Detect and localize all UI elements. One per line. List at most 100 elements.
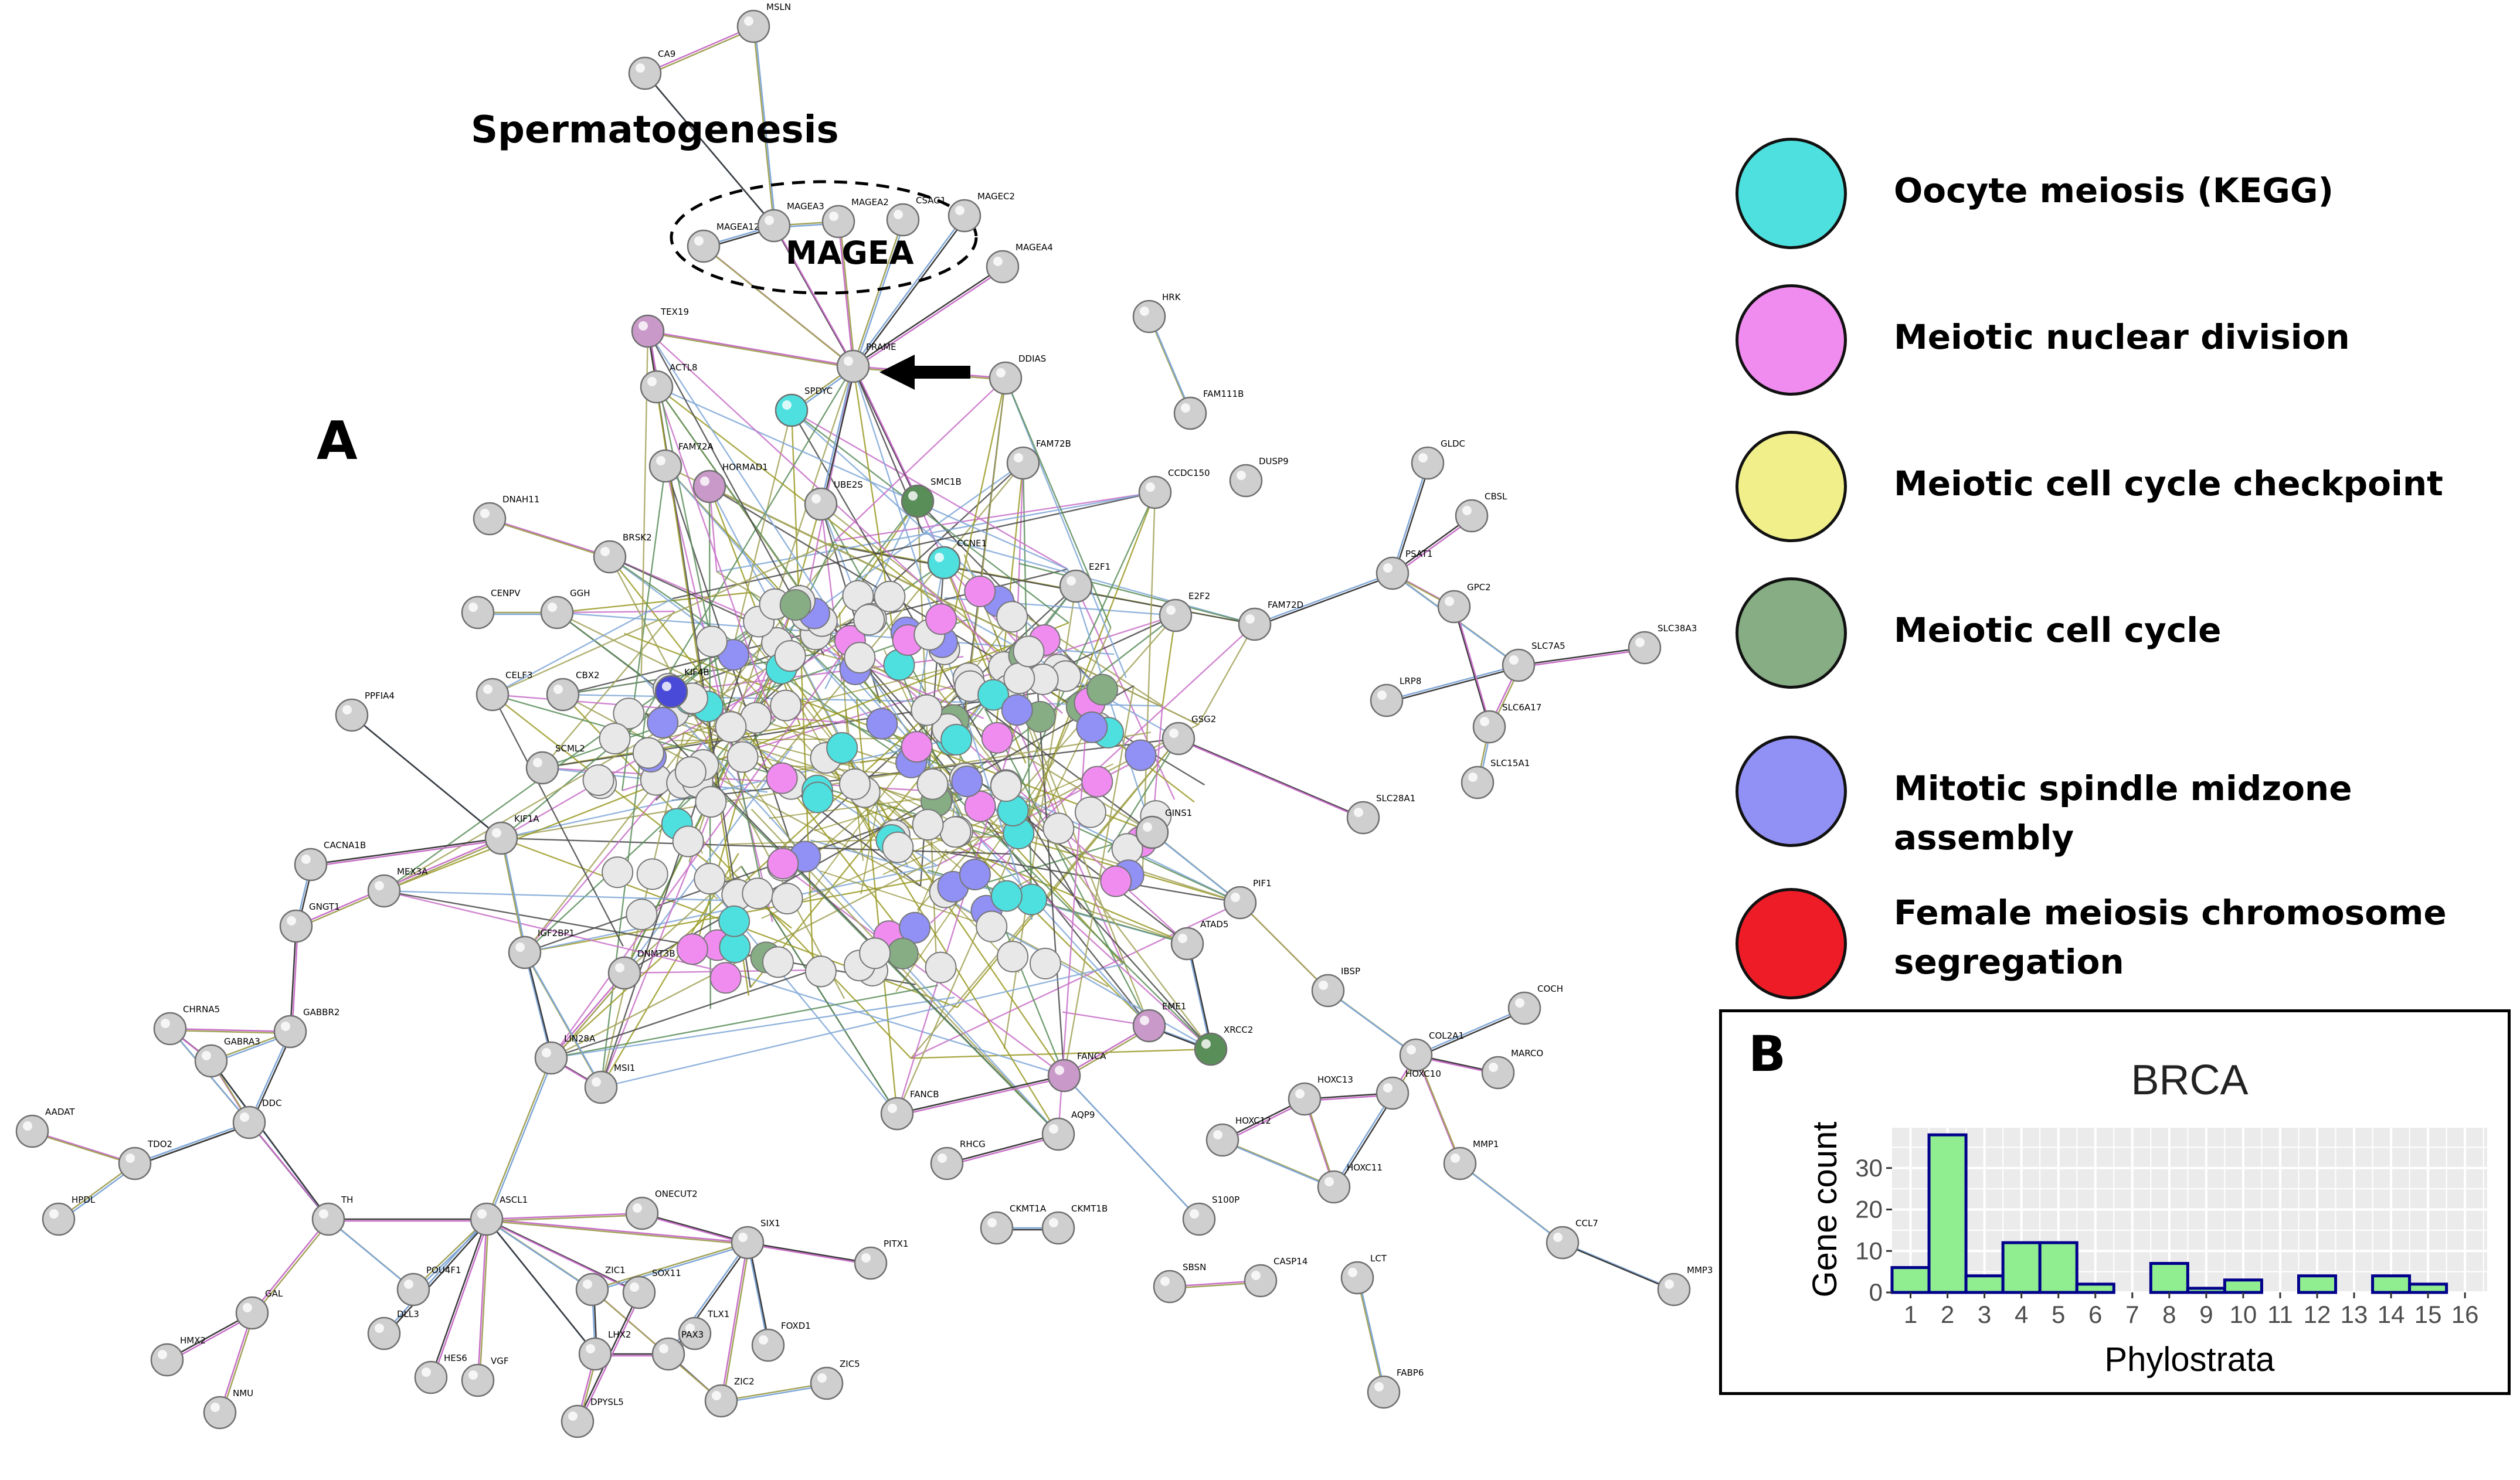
legend-label: Oocyte meiosis (KEGG) [1894,171,2334,210]
node-cacna1b: CACNA1B [294,840,366,882]
node-highlight [908,491,918,501]
node-fanca: FANCA [1047,1051,1106,1093]
node-label: SOX11 [652,1268,681,1278]
node-highlight [636,63,645,73]
x-tick-label: 14 [2378,1301,2405,1328]
node-circle [235,1296,269,1330]
node-label: CACNA1B [324,840,366,850]
network-edge [297,839,504,929]
node-label: ATAD5 [1200,919,1228,930]
x-tick-label: 13 [2341,1301,2368,1328]
node-label: EME1 [1162,1001,1186,1012]
network-edge [1254,572,1393,625]
node-highlight [375,1324,384,1333]
node-pax3: PAX3 [651,1329,704,1371]
core-edge [761,763,1114,919]
node-dusp9: DUSP9 [1229,456,1289,498]
bar-phylostratum-2 [1927,1133,1968,1294]
node-circle [525,751,559,785]
network-edge [852,215,966,367]
node-circle [1138,475,1172,509]
network-edge [551,985,938,1059]
network-edge [1197,624,1256,725]
node-circle [1376,1076,1410,1110]
network-edge [819,746,1059,1135]
network-edge [491,694,624,947]
node-label: CKMT1A [1010,1203,1047,1214]
node-circle [804,487,838,521]
node-circle [203,1396,237,1430]
node-vgf: VGF [461,1356,509,1397]
network-edge [1148,316,1191,414]
core-node [674,756,707,788]
network-edge [1224,1141,1336,1190]
legend-item-oocyte-meiosis: Oocyte meiosis (KEGG) [1724,132,2509,255]
node-circle [930,1146,964,1180]
network-edge [385,1220,489,1336]
node-circle [836,349,870,383]
node-label: GNGT1 [309,901,340,912]
node-circle [1244,1264,1278,1298]
network-edge [852,366,919,502]
network-edge [1004,377,1127,678]
node-label: MEX3A [397,866,428,877]
node-highlight [1374,1382,1384,1391]
node-highlight [23,1121,32,1131]
node-highlight [656,456,665,465]
node-label: TH [341,1195,353,1205]
node-circle [1370,683,1404,717]
node-six1: SIX1 [731,1218,780,1260]
node-circle [880,1097,914,1131]
network-edge [552,974,627,1060]
network-edge [492,598,673,696]
node-circle [704,1384,738,1418]
core-node [899,911,931,944]
node-highlight [996,368,1006,377]
node-gal: GAL [235,1288,283,1330]
node-highlight [694,236,704,246]
node-label: LIN28A [564,1033,596,1044]
y-tick-label: 20 [1855,1196,1883,1223]
node-label: COL2A1 [1429,1030,1464,1041]
network-edge [720,1242,749,1401]
network-edge [656,386,1068,570]
node-highlight [1181,403,1190,413]
node-label: GAL [265,1288,283,1299]
network-edge [791,409,1068,570]
network-edge [1564,1243,1676,1292]
node-ddias: DDIAS [989,353,1046,395]
network-edge [415,1220,489,1292]
core-node [1029,947,1061,979]
node-circle [150,1343,184,1377]
network-edge [647,331,1063,714]
node-highlight [955,206,964,215]
node-label: CHRNA5 [183,1004,220,1015]
network-edge [854,221,906,369]
node-label: HOXC12 [1235,1115,1271,1126]
node-circle [1346,801,1380,835]
network-edge [487,1059,554,1222]
legend-item-mitotic-spindle-midzone-assembly: Mitotic spindle midzone assembly [1724,730,2509,858]
bar-phylostratum-1 [1890,1266,1931,1294]
node-gpc2: GPC2 [1437,582,1491,624]
network-edge [593,1243,750,1292]
node-circle [1399,1038,1433,1072]
node-label: CCNE1 [957,538,987,549]
core-node [853,604,885,636]
node-s100p: S100P [1182,1195,1239,1236]
node-circle [335,698,369,732]
node-label: SLC6A17 [1502,702,1541,713]
node-tlx1: TLX1 [678,1309,729,1350]
core-node [1100,865,1132,897]
node-circle [731,1226,765,1260]
node-circle [461,1363,495,1397]
legend-swatch [1736,888,1847,999]
node-highlight [659,1344,668,1353]
node-circle [640,370,674,404]
node-label: MSI1 [614,1063,635,1073]
node-label: PRAME [866,342,896,352]
bar-phylostratum-12 [2297,1274,2338,1294]
network-edge [854,368,921,503]
network-edge [1004,377,1112,628]
